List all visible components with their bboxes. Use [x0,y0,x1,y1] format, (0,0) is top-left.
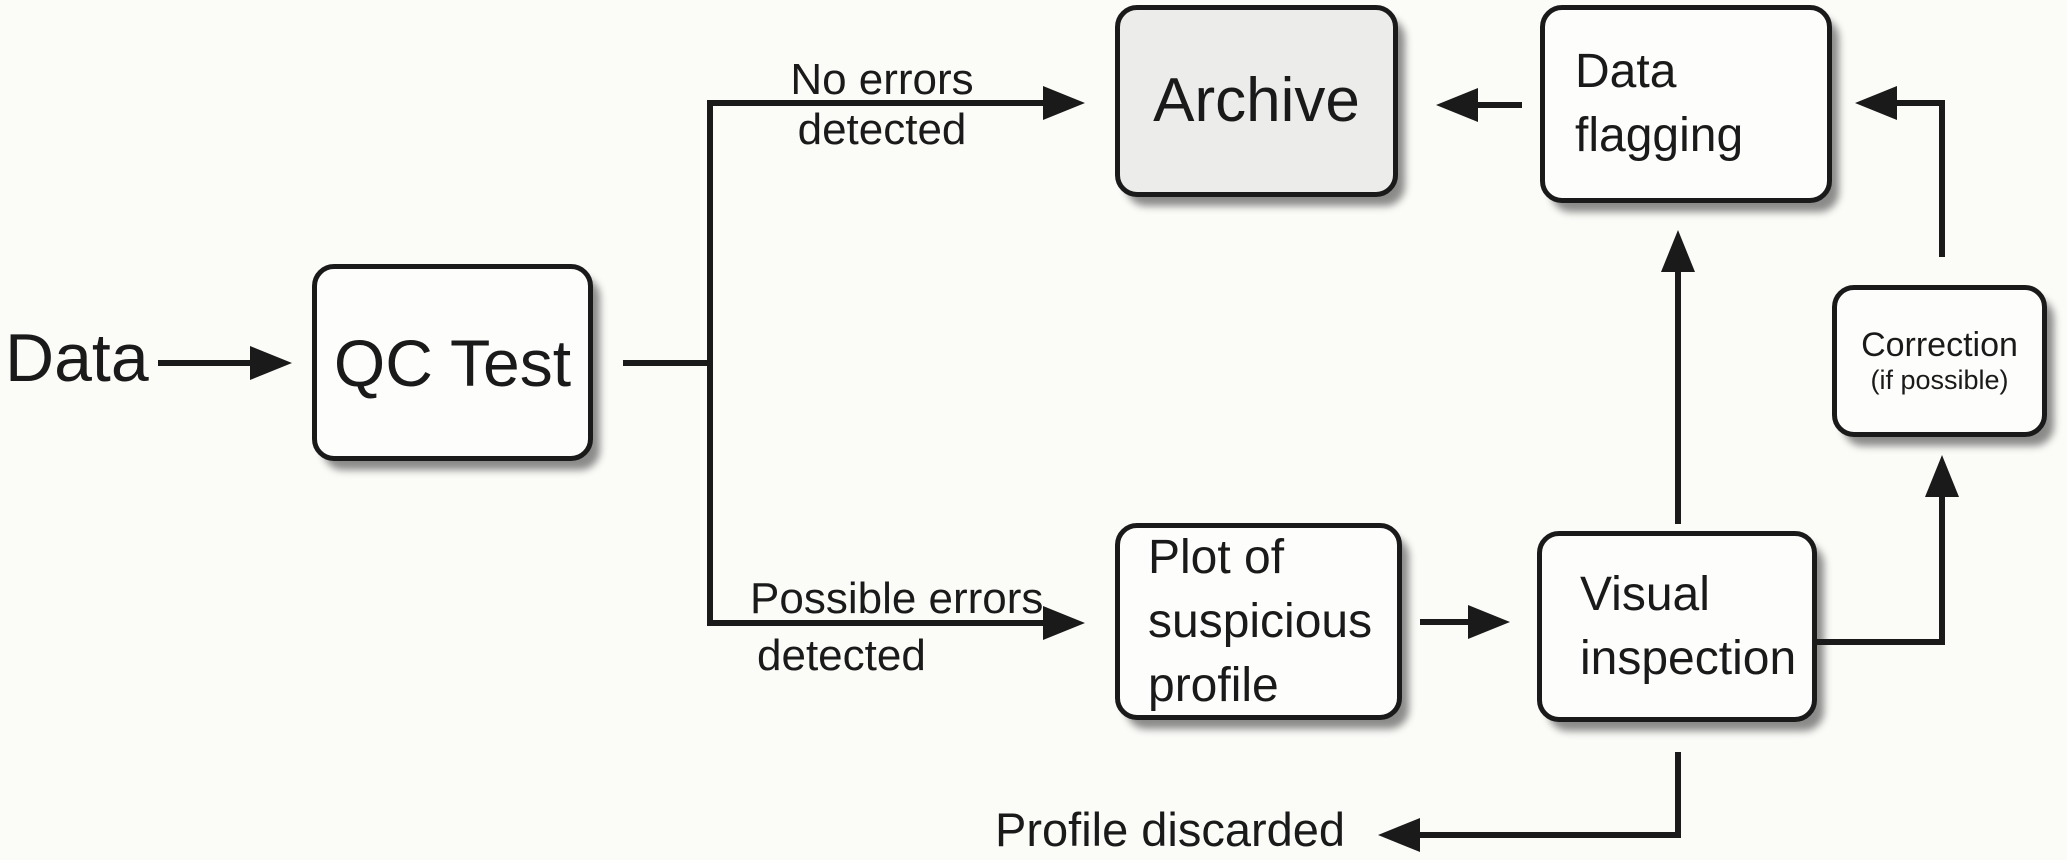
arrow-correction-to-flagging-horizontal [1897,100,1945,106]
node-archive-label: Archive [1153,66,1360,135]
arrow-plot-to-visual-line [1420,619,1470,625]
node-visual-inspection-label: Visual inspection [1580,567,1797,685]
no-errors-detected-label-line2: detected [797,105,967,154]
arrow-flagging-to-archive-head-icon [1436,88,1478,122]
arrow-data-to-qctest-line [158,360,252,366]
node-correction-sublabel: (if possible) [1870,365,2009,396]
arrow-plot-to-visual-head-icon [1468,605,1510,639]
arrow-visual-to-flagging-head-icon [1661,230,1695,272]
arrow-flagging-to-archive-line [1478,102,1522,108]
node-qc-test: QC Test [312,264,593,461]
arrow-visual-to-discard-vertical [1675,752,1681,838]
arrow-correction-to-flagging-vertical [1939,100,1945,257]
arrow-no-errors-to-archive-line [707,100,1043,106]
arrow-no-errors-to-archive-head-icon [1043,86,1085,120]
node-correction: Correction (if possible) [1832,285,2047,437]
connector-qctest-to-branch [623,360,713,366]
node-data-flagging-label: Data flagging [1575,45,1744,162]
arrow-possible-errors-to-plot-head-icon [1043,606,1085,640]
node-correction-label: Correction [1861,325,2018,364]
arrow-possible-errors-to-plot-line [707,620,1043,626]
node-qc-test-label: QC Test [333,325,572,400]
arrow-visual-to-flagging-line [1675,268,1681,524]
arrow-visual-to-correction-head-icon [1925,455,1959,497]
arrow-visual-to-discard-head-icon [1378,818,1420,852]
data-input-label: Data [5,320,149,396]
arrow-visual-to-correction-horizontal [1814,639,1945,645]
node-archive: Archive [1115,5,1398,197]
possible-errors-detected-label-line2: detected [757,631,926,680]
arrow-visual-to-correction-vertical [1939,497,1945,645]
arrow-visual-to-discard-horizontal [1420,832,1681,838]
node-plot-of-suspicious-profile: Plot of suspicious profile [1115,523,1402,720]
no-errors-detected-label-line1: No errors [790,55,974,104]
profile-discarded-label: Profile discarded [995,803,1346,856]
node-visual-inspection: Visual inspection [1537,531,1817,722]
node-plot-label: Plot of suspicious profile [1148,530,1373,712]
possible-errors-detected-label-line1: Possible errors [750,574,1044,623]
connector-branch-vertical [707,100,713,626]
arrow-data-to-qctest-head-icon [250,346,292,380]
node-data-flagging: Data flagging [1540,5,1832,203]
arrow-correction-to-flagging-head-icon [1855,86,1897,120]
